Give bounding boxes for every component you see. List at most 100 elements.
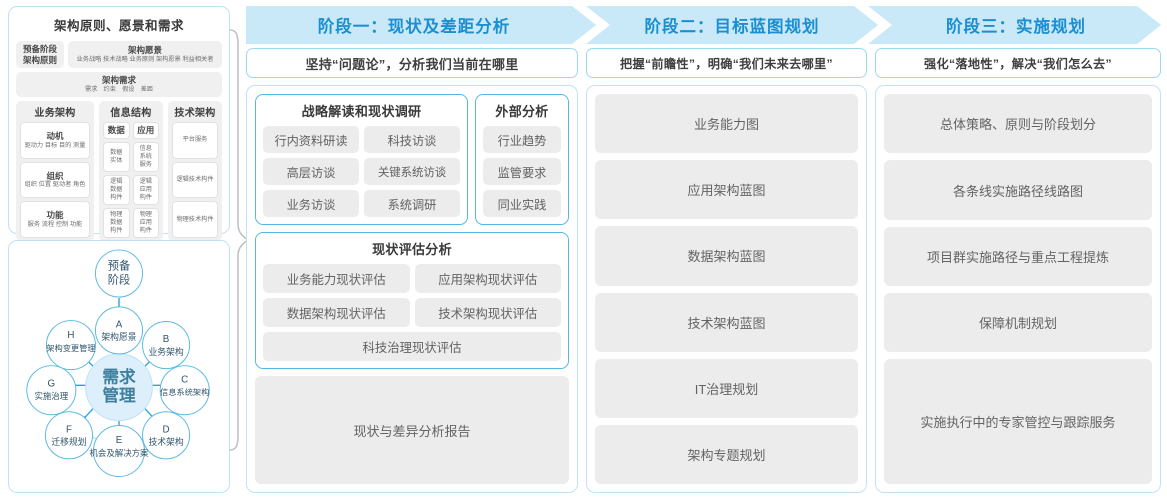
adm-node-c-label: 信息系统架构 [160,387,209,397]
assessment-chip-0[interactable]: 业务能力现状评估 [263,264,410,293]
assessment-chip-2[interactable]: 数据架构现状评估 [263,298,410,327]
info-data-item-1-label: 逻辑数据构件 [110,177,123,201]
biz-group-organization: 组织 组织 位置 驱动者 角色 [20,161,90,199]
phase-3-item-2[interactable]: 项目群实施路径与重点工程提炼 [884,226,1152,287]
phase-2-item-1[interactable]: 应用架构蓝图 [595,160,858,220]
research-chip-2[interactable]: 高层访谈 [263,158,359,185]
research-group: 战略解读和现状调研 行内资料研读 科技访谈 高层访谈 关键系统访谈 业务访谈 系… [255,94,468,225]
phase-1-column: 坚持“问题论”，分析我们当前在哪里 战略解读和现状调研 行内资料研读 科技访谈 … [246,48,578,493]
phase-banner [246,6,1161,44]
adm-center-line2: 管理 [102,385,136,405]
tech-item-1-label: 逻辑技术构件 [176,176,214,183]
adm-node-preliminary-line1: 预备 [108,259,131,273]
togaf-architecture-columns: 业务架构 动机 驱动力 目标 目的 测量 组织 组织 位置 驱动者 角色 功能 [16,100,222,242]
prep-principle-label: 架构原则 [22,54,57,65]
technology-architecture-title: 技术架构 [174,107,216,119]
requirements-items: 需求 约束 假设 差距 [84,85,154,93]
phase-2-item-3[interactable]: 技术架构蓝图 [595,292,858,352]
biz-function-head: 功能 [46,210,64,221]
phase-3-body: 总体策略、原则与阶段划分 各条线实施路径线路图 项目群实施路径与重点工程提炼 保… [875,85,1161,493]
biz-organization-sub: 组织 位置 驱动者 角色 [24,181,86,189]
research-chip-1[interactable]: 科技访谈 [364,126,460,153]
adm-node-e-key: E [116,435,123,446]
assessment-group-title: 现状评估分析 [372,242,452,257]
tech-item-2-label: 物理技术构件 [176,215,214,223]
adm-node-h-label: 架构变更管理 [46,343,95,353]
phase-2-item-4[interactable]: IT治理规划 [595,358,858,418]
info-app-item-2: 物理应用构件 [132,207,159,239]
adm-node-a-label: 架构愿景 [101,331,136,342]
info-data-item-2-label: 物理数据构件 [110,210,123,235]
adm-node-f [44,411,94,460]
business-architecture-title: 业务架构 [34,107,76,119]
tech-item-1: 逻辑技术构件 [172,161,218,199]
requirements-title: 架构需求 [101,75,136,86]
togaf-title: 架构原则、愿景和需求 [53,19,184,33]
biz-group-motivation: 动机 驱动力 目标 目的 测量 [20,121,90,159]
phase-banner-chevron-3 [868,6,1161,44]
phases-area: 阶段一：现状及差距分析 阶段二：目标蓝图规划 阶段三：实施规划 坚持“问题论”，… [246,6,1161,493]
info-app-item-0: 信息系统服务 [132,141,159,172]
togaf-prep-cell: 预备阶段 架构原则 [16,41,64,69]
research-chip-5[interactable]: 系统调研 [364,190,460,217]
assessment-group: 现状评估分析 业务能力现状评估 应用架构现状评估 数据架构现状评估 技术架构现状… [255,232,569,369]
adm-node-d [142,411,191,460]
info-app-item-1-label: 逻辑应用构件 [139,177,152,201]
phase-1-body: 战略解读和现状调研 行内资料研读 科技访谈 高层访谈 关键系统访谈 业务访谈 系… [246,85,578,493]
assessment-chip-3[interactable]: 技术架构现状评估 [414,298,561,327]
info-data-subcolumn: 数据 数据实体 逻辑数据构件 物理数据构件 [103,121,130,239]
adm-node-c [159,365,210,416]
phase-2-item-0[interactable]: 业务能力图 [595,94,858,154]
information-structure-column: 信息结构 数据 数据实体 逻辑数据构件 [99,100,163,242]
research-chip-4[interactable]: 业务访谈 [263,190,359,217]
phase-banner-chevron-1 [246,6,596,44]
phase-1-report-chip[interactable]: 现状与差异分析报告 [255,376,569,484]
phase-3-item-3[interactable]: 保障机制规划 [884,293,1152,353]
tech-item-0-label: 平台服务 [182,136,208,144]
assessment-chip-governance[interactable]: 科技治理现状评估 [263,332,561,361]
external-chip-0[interactable]: 行业趋势 [483,126,561,153]
phase-3-column: 强化“落地性”，解决“我们怎么去” 总体策略、原则与阶段划分 各条线实施路径线路… [875,48,1161,493]
tech-item-2: 物理技术构件 [172,201,218,239]
adm-node-b-label: 业务架构 [148,346,183,357]
info-data-head-box: 数据 [103,121,130,139]
phase-3-subtitle: 强化“落地性”，解决“我们怎么去” [875,48,1161,78]
research-chip-3[interactable]: 关键系统访谈 [364,158,460,185]
phase-2-body: 业务能力图 应用架构蓝图 数据架构蓝图 技术架构蓝图 IT治理规划 架构专题规划 [586,85,867,493]
adm-node-a [94,306,144,355]
phase-3-item-4[interactable]: 实施执行中的专家管控与跟踪服务 [884,359,1152,484]
business-architecture-column: 业务架构 动机 驱动力 目标 目的 测量 组织 组织 位置 驱动者 角色 功能 [16,100,94,242]
adm-node-a-key: A [116,319,123,330]
info-data-head: 数据 [107,124,125,135]
phase-3-item-1[interactable]: 各条线实施路径线路图 [884,160,1152,220]
phase-2-item-2[interactable]: 数据架构蓝图 [595,226,858,286]
phase-2-item-5[interactable]: 架构专题规划 [595,424,858,485]
adm-node-d-key: D [163,424,170,435]
adm-cycle-panel: 需求 管理 预备 阶段 A 架构愿景 B 业务架构 C 信息系统架构 [8,240,230,494]
phase-3-item-0[interactable]: 总体策略、原则与阶段划分 [884,94,1152,154]
external-chip-2[interactable]: 同业实践 [483,190,561,217]
info-data-item-1: 逻辑数据构件 [103,174,130,205]
external-chip-1[interactable]: 监管要求 [483,158,561,185]
information-structure-title: 信息结构 [110,107,152,119]
assessment-chip-1[interactable]: 应用架构现状评估 [414,264,561,293]
togaf-vision-row: 预备阶段 架构原则 架构愿景 业务战略 技术战略 业务原则 架构愿景 利益相关者 [16,41,222,69]
adm-node-preliminary [94,249,144,298]
info-app-item-1: 逻辑应用构件 [132,174,159,205]
phase-1-subtitle: 坚持“问题论”，分析我们当前在哪里 [246,48,578,78]
external-analysis-title: 外部分析 [495,104,549,119]
adm-node-g-key: G [48,378,56,389]
left-column: 架构原则、愿景和需求 预备阶段 架构原则 架构愿景 业务战略 技术战略 业务原则… [8,6,230,494]
togaf-vision-cell: 架构愿景 业务战略 技术战略 业务原则 架构愿景 利益相关者 [68,41,222,69]
adm-node-g [26,365,77,416]
biz-group-function: 功能 服务 流程 控制 功能 [20,201,90,239]
phase-2-subtitle: 把握“前瞻性”，明确“我们未来去哪里” [586,48,867,78]
research-chip-0[interactable]: 行内资料研读 [263,126,359,153]
biz-function-sub: 服务 流程 控制 功能 [27,221,83,229]
biz-organization-head: 组织 [46,170,64,181]
togaf-requirements-cell: 架构需求 需求 约束 假设 差距 [16,72,222,97]
adm-node-c-key: C [181,374,188,385]
info-app-item-2-label: 物理应用构件 [139,210,152,235]
phase-1-top-row: 战略解读和现状调研 行内资料研读 科技访谈 高层访谈 关键系统访谈 业务访谈 系… [255,94,569,225]
